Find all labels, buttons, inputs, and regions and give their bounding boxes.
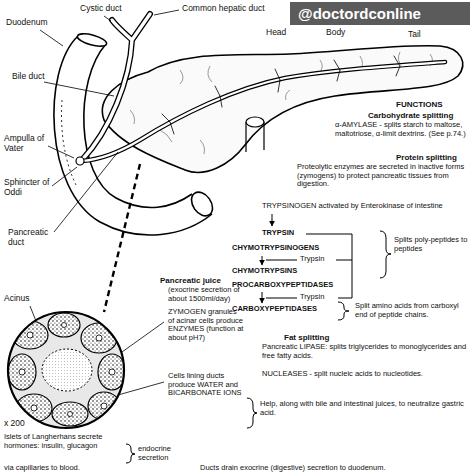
brace xyxy=(247,398,257,428)
acinus-drawing xyxy=(48,313,80,337)
enzyme-name: CARBOXYPEPTIDASES xyxy=(232,305,317,314)
acinar-lumen xyxy=(68,412,73,417)
leader-line xyxy=(104,16,111,21)
body-text: via capillaries to blood. xyxy=(4,464,80,473)
part-label: Sphincter of Oddi xyxy=(4,178,54,198)
acinus-drawing xyxy=(8,354,36,390)
acinar-lumen xyxy=(27,332,33,338)
section-heading: Fat splitting xyxy=(284,333,329,342)
leader-line xyxy=(48,146,74,158)
body-text: Split amino acids from carboxyl end of p… xyxy=(355,302,471,319)
tissue-ground xyxy=(6,310,128,432)
body-text: Splits poly-peptides to peptides xyxy=(394,236,470,253)
duodenum-fold xyxy=(62,100,76,185)
brace xyxy=(380,231,391,278)
acinus-drawing xyxy=(88,392,120,420)
body-text: endocrine secretion xyxy=(138,445,182,462)
brace xyxy=(126,444,135,463)
vessel-drawing xyxy=(246,117,264,152)
leader-line xyxy=(40,30,63,46)
magnified-circle xyxy=(8,312,124,428)
islet-drawing xyxy=(42,349,92,391)
acinar-lumen xyxy=(101,403,107,409)
acinus-drawing xyxy=(52,402,88,426)
acinar-lumens xyxy=(19,323,115,417)
vessel-section xyxy=(246,117,264,127)
part-label: Pancreatic duct xyxy=(8,228,58,248)
leader-line xyxy=(266,260,297,261)
body-text: Cells lining ducts produce WATER and BIC… xyxy=(168,372,244,398)
part-label: Bile duct xyxy=(12,72,46,82)
leader-line xyxy=(266,298,297,299)
acinar-lumen xyxy=(62,323,67,328)
acinar-lumen xyxy=(31,405,37,411)
part-label: Body xyxy=(326,28,345,38)
body-text: Trypsin xyxy=(300,293,324,302)
body-text: Trypsin xyxy=(300,255,324,264)
part-label: Tail xyxy=(408,30,421,40)
body-text: NUCLEASES - split nucleic acids to nucle… xyxy=(262,370,468,379)
leader-line xyxy=(154,10,179,15)
enzyme-name: CHYMOTRYPSINS xyxy=(232,267,297,276)
body-text: Pancreatic LIPASE: splits triglycerides … xyxy=(262,343,470,360)
section-heading: Carbohydrate splitting xyxy=(368,111,453,120)
acinus-drawing xyxy=(81,323,117,353)
body-text: α-AMYLASE - splits starch to maltose, ma… xyxy=(335,121,471,138)
body-text: (exocrine secretion of about 1500ml/day) xyxy=(168,286,260,303)
body-text: ZYMOGEN granules of acinar cells produce… xyxy=(168,308,244,343)
activation-arrow xyxy=(262,292,263,303)
magnification-link xyxy=(104,164,140,312)
brace xyxy=(338,302,349,320)
magnified-tissue xyxy=(6,310,128,432)
duodenum-cut-end xyxy=(76,31,108,48)
watermark: @doctordconline xyxy=(290,2,470,25)
acinar-lumen xyxy=(109,369,115,375)
part-label: Cystic duct xyxy=(80,4,122,14)
acinar-lumen xyxy=(96,335,102,341)
leader-line xyxy=(52,167,77,186)
body-text: Help, along with bile and intestinal jui… xyxy=(260,400,468,417)
part-label: Duodenum xyxy=(6,18,48,28)
enzyme-name: TRYPSIN xyxy=(262,229,294,238)
body-text: Proteolytic enzymes are secreted in inac… xyxy=(297,163,471,189)
enzyme-name: CHYMOTRYPSINOGENS xyxy=(232,244,319,253)
section-heading: Pancreatic juice xyxy=(160,276,221,285)
part-label: Acinus xyxy=(4,294,30,304)
leader-line xyxy=(118,382,164,395)
magnification-label: x 200 xyxy=(4,419,25,429)
leader-line xyxy=(44,82,114,96)
section-heading: Protein splitting xyxy=(396,153,457,162)
activation-arrow xyxy=(272,214,273,226)
duct-system xyxy=(76,14,445,165)
enzyme-note: TRYPSINOGEN activated by Enterokinase of… xyxy=(262,202,470,211)
part-label: Head xyxy=(266,28,286,38)
enzyme-name: PROCARBOXYPEPTIDASES xyxy=(232,281,333,290)
leader-line xyxy=(54,152,118,232)
section-heading: FUNCTIONS xyxy=(396,100,443,109)
ampulla-papilla xyxy=(76,157,84,165)
enzyme-arrows xyxy=(262,214,352,303)
body-text: Islets of Langherhans secrete hormones: … xyxy=(4,433,122,450)
part-label: Ampulla of Vater xyxy=(4,134,50,154)
body-text: Ducts drain exocrine (digestive) secreti… xyxy=(200,464,386,473)
acinar-lumen xyxy=(19,369,25,375)
part-label: Common hepatic duct xyxy=(182,4,265,14)
duodenum-cut-end xyxy=(187,188,217,220)
activation-arrow xyxy=(262,256,263,265)
leader-line xyxy=(122,322,164,352)
